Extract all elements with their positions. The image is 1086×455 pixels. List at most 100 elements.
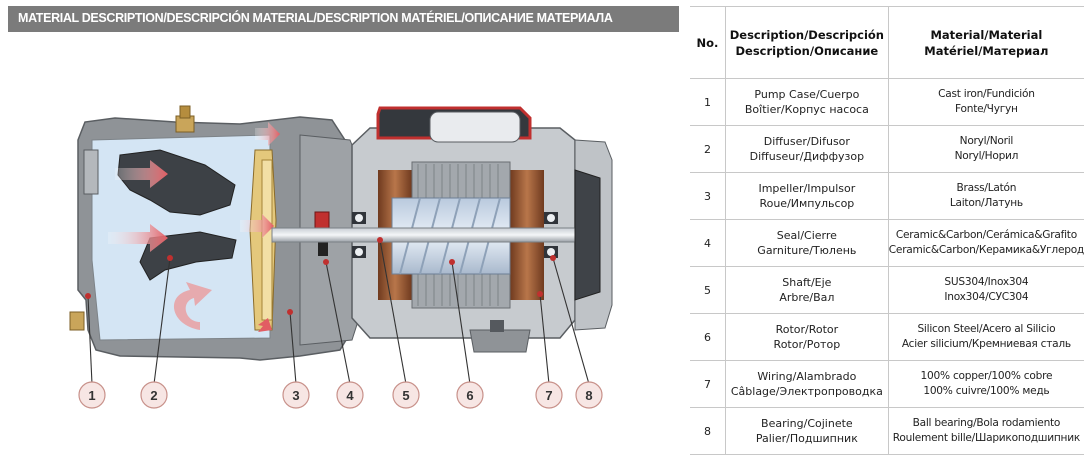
description-line-2: Câblage/Электропроводка [730,385,883,398]
callout-5: 5 [392,381,420,409]
callout-3: 3 [282,381,310,409]
leader-dots [85,237,556,315]
callout-label-1: 1 [88,388,95,403]
shaft [271,227,603,243]
description-line-2: Garniture/Тюлень [757,244,857,257]
flow-arrow-inlet [115,160,168,188]
row-number: 1 [690,78,726,126]
callout-label-4: 4 [346,388,354,403]
material-line-1: Ceramic&Carbon/Cerámica&Grafito [895,229,1077,241]
material-line-2: Fonte/Чугун [955,103,1018,115]
header-no: No. [690,6,726,79]
callout-label-8: 8 [585,388,592,403]
callout-7: 7 [535,381,563,409]
material-line-2: Noryl/Норил [954,150,1019,162]
material-line-1: SUS304/Inox304 [944,276,1029,288]
description-line-2: Roue/Импульсор [759,197,855,210]
motor-foot [469,329,531,353]
header-description-line-2: Description/Описание [735,43,879,58]
row-material: 100% copper/100% cobre 100% cuivre/100% м… [888,360,1084,408]
row-number: 7 [690,360,726,408]
callout-8: 8 [575,381,603,409]
cooling-fan [574,169,601,301]
material-line-2: Roulement bille/Шарикоподшипник [892,432,1081,444]
description-line-1: Seal/Cierre [776,229,837,242]
drain-plug [69,311,85,331]
pump-cross-section-diagram: 1 2 3 4 5 6 7 8 [69,105,613,409]
description-line-2: Arbre/Вал [779,291,835,304]
material-line-2: Ceramic&Carbon/Керамика&Углерод [888,244,1084,256]
section-title: MATERIAL DESCRIPTION/DESCRIPCIÓN MATERIA… [18,11,613,25]
callout-label-6: 6 [466,388,473,403]
row-number: 3 [690,172,726,220]
callout-1: 1 [78,381,106,409]
description-line-1: Shaft/Eje [782,276,832,289]
bearing-front [352,212,366,258]
material-line-1: Cast iron/Fundición [938,88,1035,100]
material-line-1: Brass/Latón [956,182,1017,194]
material-line-1: Silicon Steel/Acero al Silicio [917,323,1056,335]
header-description: Description/Descripción Description/Опис… [725,6,889,79]
material-line-2: 100% cuivre/100% медь [923,385,1050,397]
callout-6: 6 [456,381,484,409]
material-line-2: Inox304/СУС304 [944,291,1029,303]
description-line-1: Impeller/Impulsor [758,182,856,195]
material-line-1: Noryl/Noril [959,135,1014,147]
description-line-1: Pump Case/Cuerpo [754,88,860,101]
description-line-2: Diffuseur/Диффузор [749,150,865,163]
description-line-1: Bearing/Cojinete [761,417,853,430]
row-number: 6 [690,313,726,361]
callout-2: 2 [140,381,168,409]
material-line-2: Laiton/Латунь [949,197,1023,209]
row-number: 4 [690,219,726,267]
description-line-1: Diffuser/Difusor [763,135,850,148]
flow-arrow-return [173,282,212,330]
section-header: MATERIAL DESCRIPTION/DESCRIPCIÓN MATERIA… [8,6,679,32]
bearing-rear [544,212,558,258]
table-header-row: No. Description/Descripción Description/… [690,6,1084,79]
row-number: 5 [690,266,726,314]
header-material: Material/Material Matériel/Материал [888,6,1084,79]
header-description-line-1: Description/Descripción [729,27,884,42]
header-material-line-2: Matériel/Материал [924,43,1049,58]
description-line-2: Boîtier/Корпус насоса [744,103,869,116]
row-number: 8 [690,407,726,455]
leader-lines [87,239,590,385]
callout-label-7: 7 [545,388,552,403]
description-line-2: Rotor/Ротор [773,338,841,351]
diffuser [117,149,236,216]
description-line-2: Palier/Подшипник [755,432,858,445]
callout-label-5: 5 [402,388,409,403]
callout-label-3: 3 [292,388,299,403]
row-number: 2 [690,125,726,173]
description-line-1: Rotor/Rotor [775,323,839,336]
inlet-port [83,149,99,195]
material-table: No. Description/Descripción Description/… [690,6,1084,455]
description-line-1: Wiring/Alambrado [757,370,857,383]
callout-4: 4 [336,381,364,409]
material-line-1: Ball bearing/Bola rodamiento [912,417,1061,429]
material-line-1: 100% copper/100% cobre [920,370,1053,382]
